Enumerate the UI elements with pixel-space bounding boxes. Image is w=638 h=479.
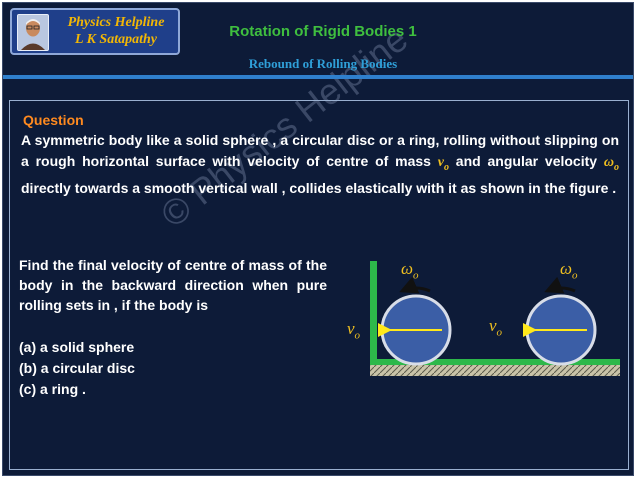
question-text-part-1: A symmetric body like a solid sphere , a… — [21, 132, 619, 169]
question-text-part-2: and angular velocity — [448, 153, 604, 169]
omega-label-2: ωo — [560, 259, 578, 282]
ground-line — [370, 359, 620, 365]
slide-subtitle: Rebound of Rolling Bodies — [248, 56, 398, 71]
omega-arrow-2 — [544, 276, 576, 294]
task-text: Find the final velocity of centre of mas… — [19, 257, 327, 313]
option-solid-sphere: (a) a solid sphere — [19, 339, 135, 355]
option-circular-disc: (b) a circular disc — [19, 360, 135, 376]
header-divider — [3, 75, 633, 79]
velocity-symbol: vo — [437, 155, 449, 173]
question-label: Question — [23, 112, 84, 128]
content-frame — [9, 100, 629, 470]
omega-arrow-1 — [399, 276, 431, 294]
logo-badge: Physics Helpline L K Satapathy — [10, 8, 180, 55]
question-text-part-3: directly towards a smooth vertical wall … — [21, 179, 617, 196]
option-ring: (c) a ring . — [19, 381, 86, 397]
slide-title: Rotation of Rigid Bodies 1 — [229, 23, 417, 40]
collision-figure: ωo ωo vo vo — [338, 253, 628, 388]
logo-line-1: Physics Helpline — [67, 15, 165, 30]
angular-velocity-symbol: ωo — [603, 155, 619, 173]
velocity-label-1: vo — [347, 319, 361, 342]
author-avatar — [17, 14, 49, 51]
velocity-label-2: vo — [489, 316, 503, 339]
ground-hatch — [370, 365, 620, 376]
question-text: A symmetric body like a solid sphere , a… — [21, 130, 619, 199]
logo-line-2: L K Satapathy — [75, 32, 157, 47]
omega-label-1: ωo — [401, 259, 419, 282]
figure-drawing — [370, 261, 620, 376]
vertical-wall — [370, 261, 377, 369]
